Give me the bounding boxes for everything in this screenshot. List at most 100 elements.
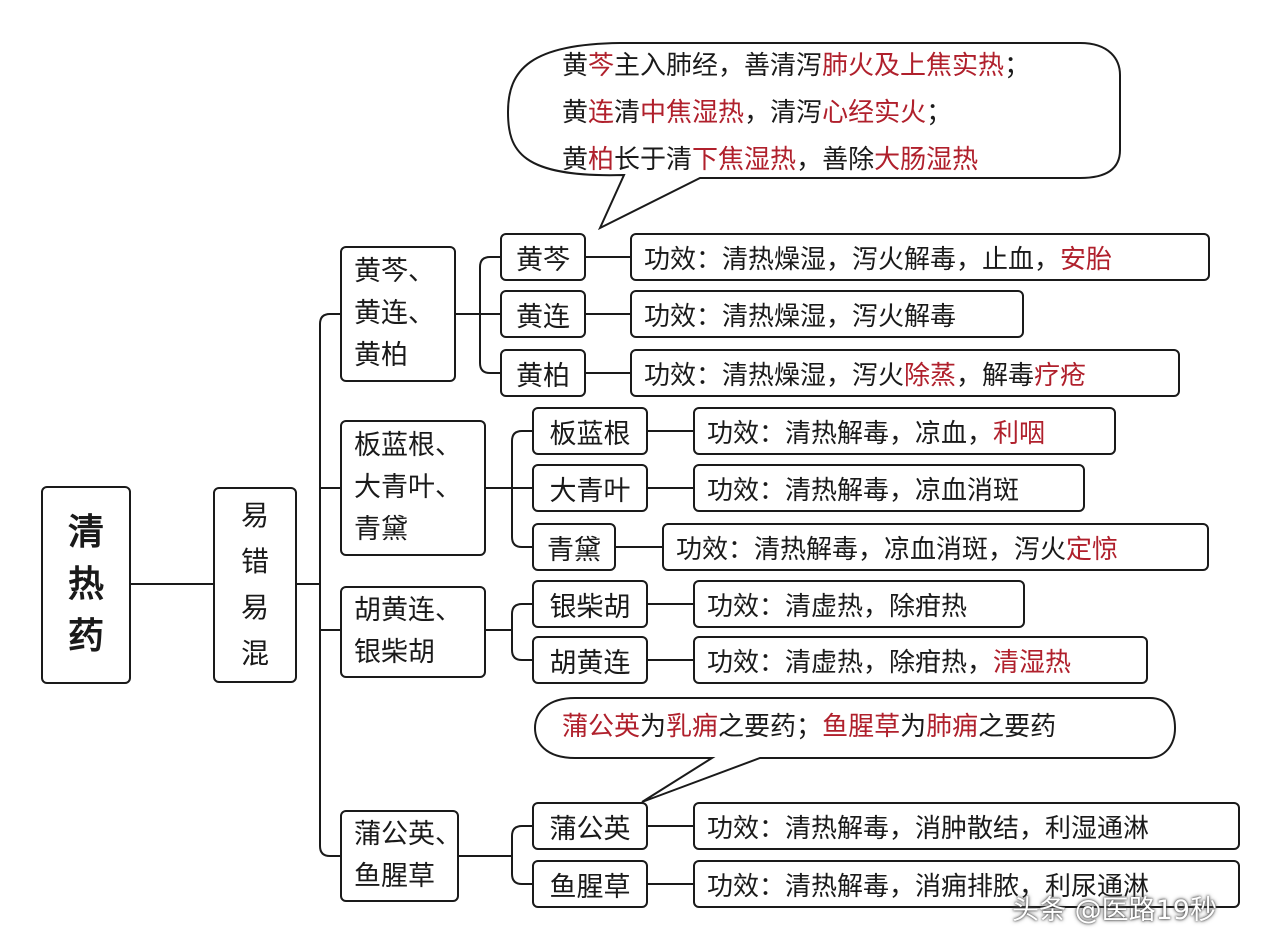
plain-text: 功效：清热解毒，凉血消斑，泻火 (676, 534, 1067, 565)
plain-text: 功效：清热解毒，凉血消斑 (707, 475, 1020, 506)
highlight-text: 芩 (588, 51, 615, 81)
plain-text: ，解毒 (956, 360, 1035, 391)
plain-text: ； (1004, 51, 1031, 81)
group-line: 黄芩、 (354, 256, 435, 287)
plain-text: 为 (900, 712, 927, 742)
effect-text: 功效：清热解毒，凉血消斑，泻火定惊 (676, 529, 1118, 566)
highlight-text: 心经实火 (822, 98, 927, 128)
highlight-text: 安胎 (1060, 244, 1113, 275)
herb-node: 板蓝根 (532, 407, 648, 455)
group-line: 黄连、 (354, 298, 435, 329)
effect-node: 功效：清热解毒，凉血，利咽 (693, 407, 1116, 455)
plain-text: 黄 (562, 145, 589, 175)
highlight-text: 清湿热 (993, 647, 1072, 678)
effect-text: 功效：清热燥湿，泻火除蒸，解毒疗疮 (644, 355, 1086, 392)
group-node: 蒲公英、 鱼腥草 (340, 810, 462, 902)
root-node: 清 热 药 (41, 486, 131, 684)
sub-char: 错 (240, 545, 269, 578)
effect-text: 功效：清热解毒，凉血，利咽 (707, 413, 1045, 450)
highlight-text: 乳痈 (666, 712, 719, 742)
plain-text: 功效：清热燥湿，泻火解毒，止血， (644, 244, 1061, 275)
effect-text: 功效：清热燥湿，泻火解毒，止血，安胎 (644, 239, 1112, 276)
plain-text: 功效：清热解毒，消痈排脓，利尿通淋 (707, 871, 1150, 902)
group-line: 鱼腥草 (354, 861, 435, 892)
group-line: 青黛 (354, 514, 408, 545)
group-line: 银柴胡 (354, 637, 435, 668)
effect-text: 功效：清虚热，除疳热 (707, 586, 967, 623)
plain-text: ； (926, 98, 953, 128)
sub-node: 易 错 易 混 (213, 487, 297, 683)
effect-node: 功效：清热燥湿，泻火除蒸，解毒疗疮 (630, 349, 1180, 397)
effect-text: 功效：清热解毒，凉血消斑 (707, 470, 1019, 507)
herb-node: 蒲公英 (532, 802, 648, 850)
effect-node: 功效：清热解毒，凉血消斑 (693, 464, 1085, 512)
herb-name: 鱼腥草 (549, 871, 631, 903)
sub-char: 易 (240, 499, 269, 532)
effect-text: 功效：清虚热，除疳热，清湿热 (707, 642, 1071, 679)
group-line: 大青叶、 (354, 472, 462, 503)
effect-node: 功效：清虚热，除疳热 (693, 580, 1025, 628)
highlight-text: 疗疮 (1034, 360, 1087, 391)
herb-name: 黄芩 (516, 244, 570, 276)
effect-node: 功效：清热燥湿，泻火解毒 (630, 290, 1024, 338)
effect-node: 功效：清热解毒，消肿散结，利湿通淋 (693, 802, 1240, 850)
herb-name: 大青叶 (549, 475, 631, 507)
highlight-text: 定惊 (1066, 534, 1119, 565)
highlight-text: 中焦湿热 (640, 98, 745, 128)
group-line: 蒲公英、 (354, 819, 462, 850)
herb-name: 黄连 (516, 301, 570, 333)
herb-node: 青黛 (532, 523, 616, 571)
plain-text: 黄 (562, 98, 589, 128)
plain-text: 之要药； (718, 712, 823, 742)
herb-name: 板蓝根 (549, 418, 631, 450)
root-char: 药 (67, 616, 104, 657)
plain-text: 功效：清虚热，除疳热 (707, 591, 968, 622)
plain-text: 清 (614, 98, 641, 128)
plain-text: 功效：清热燥湿，泻火 (644, 360, 905, 391)
highlight-text: 肺火及上焦实热 (822, 51, 1005, 81)
sub-label: 易 错 易 混 (241, 493, 269, 677)
plain-text: 功效：清热解毒，凉血， (707, 418, 994, 449)
herb-name: 蒲公英 (549, 813, 631, 845)
herb-node: 黄连 (500, 290, 586, 338)
group-line: 胡黄连、 (354, 595, 462, 626)
group-node: 胡黄连、 银柴胡 (340, 586, 486, 678)
herb-node: 银柴胡 (532, 580, 648, 628)
herb-name: 黄柏 (516, 360, 570, 392)
herb-node: 黄柏 (500, 349, 586, 397)
callout-line: 黄柏长于清下焦湿热，善除大肠湿热 (562, 137, 1030, 184)
plain-text: 长于清 (614, 145, 693, 175)
herb-node: 鱼腥草 (532, 860, 648, 908)
sub-char: 混 (240, 637, 269, 670)
herb-node: 大青叶 (532, 464, 648, 512)
group-node: 黄芩、 黄连、 黄柏 (340, 246, 456, 382)
herb-name: 青黛 (547, 534, 601, 566)
highlight-text: 下焦湿热 (692, 145, 797, 175)
group-node: 板蓝根、 大青叶、 青黛 (340, 420, 486, 556)
callout-top-outline (506, 42, 1121, 231)
effect-node: 功效：清热解毒，消痈排脓，利尿通淋 (693, 860, 1240, 908)
highlight-text: 鱼腥草 (822, 712, 901, 742)
herb-node: 胡黄连 (532, 636, 648, 684)
callout-top-text: 黄芩主入肺经，善清泻肺火及上焦实热；黄连清中焦湿热，清泻心经实火；黄柏长于清下焦… (562, 43, 1030, 184)
plain-text: 主入肺经，善清泻 (614, 51, 823, 81)
plain-text: 之要药 (978, 712, 1057, 742)
sub-char: 易 (240, 591, 269, 624)
highlight-text: 大肠湿热 (874, 145, 979, 175)
plain-text: 功效：清虚热，除疳热， (707, 647, 994, 678)
callout-mid-outline (533, 697, 1177, 803)
plain-text: 功效：清热燥湿，泻火解毒 (644, 301, 957, 332)
effect-text: 功效：清热解毒，消痈排脓，利尿通淋 (707, 866, 1149, 903)
effect-text: 功效：清热解毒，消肿散结，利湿通淋 (707, 808, 1149, 845)
root-char: 清 (67, 512, 104, 553)
plain-text: 黄 (562, 51, 589, 81)
highlight-text: 柏 (588, 145, 615, 175)
plain-text: ，善除 (796, 145, 875, 175)
group-line: 板蓝根、 (354, 430, 462, 461)
watermark-text: 头条 @医路19秒 (1012, 895, 1217, 926)
herb-node: 黄芩 (500, 233, 586, 281)
plain-text: 为 (640, 712, 667, 742)
highlight-text: 连 (588, 98, 615, 128)
